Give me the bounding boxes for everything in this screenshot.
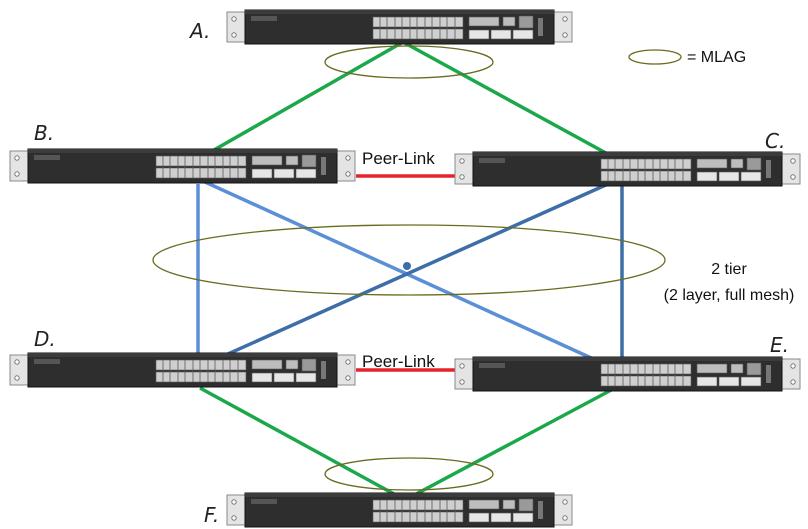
mlag-ellipse-top	[324, 45, 494, 79]
switch-f-label: F.	[204, 503, 219, 527]
peer-link-label-top: Peer-Link	[362, 149, 435, 168]
switch-d-label: D.	[34, 327, 56, 351]
mlag-legend-text: = MLAG	[687, 49, 746, 66]
switch-a	[226, 9, 573, 45]
mlag-ellipse-bottom	[324, 457, 494, 491]
switch-e	[454, 356, 801, 392]
switch-f	[226, 492, 573, 528]
switch-d	[9, 352, 356, 388]
switch-a-label: A.	[188, 19, 210, 43]
tier-note-line1: 2 tier	[711, 261, 747, 278]
mlag-legend-symbol	[628, 49, 682, 65]
uplink-a-c	[402, 40, 616, 160]
switch-c	[454, 151, 801, 187]
tier-note-line2: (2 layer, full mesh)	[664, 287, 795, 304]
uplink-a-b	[199, 40, 404, 160]
peer-link-label-bottom: Peer-Link	[362, 352, 435, 371]
switch-c-label: C.	[765, 129, 785, 153]
mesh-c-d	[209, 182, 609, 364]
downlink-e-f	[404, 386, 616, 502]
downlink-d-f	[199, 386, 406, 502]
mlag-ellipse-middle	[152, 224, 666, 296]
switch-b-label: B.	[34, 121, 54, 145]
mesh-b-e	[204, 180, 601, 364]
switch-e-label: E.	[770, 333, 789, 357]
mesh-crossing-dot	[403, 262, 411, 270]
switch-b	[9, 148, 356, 184]
